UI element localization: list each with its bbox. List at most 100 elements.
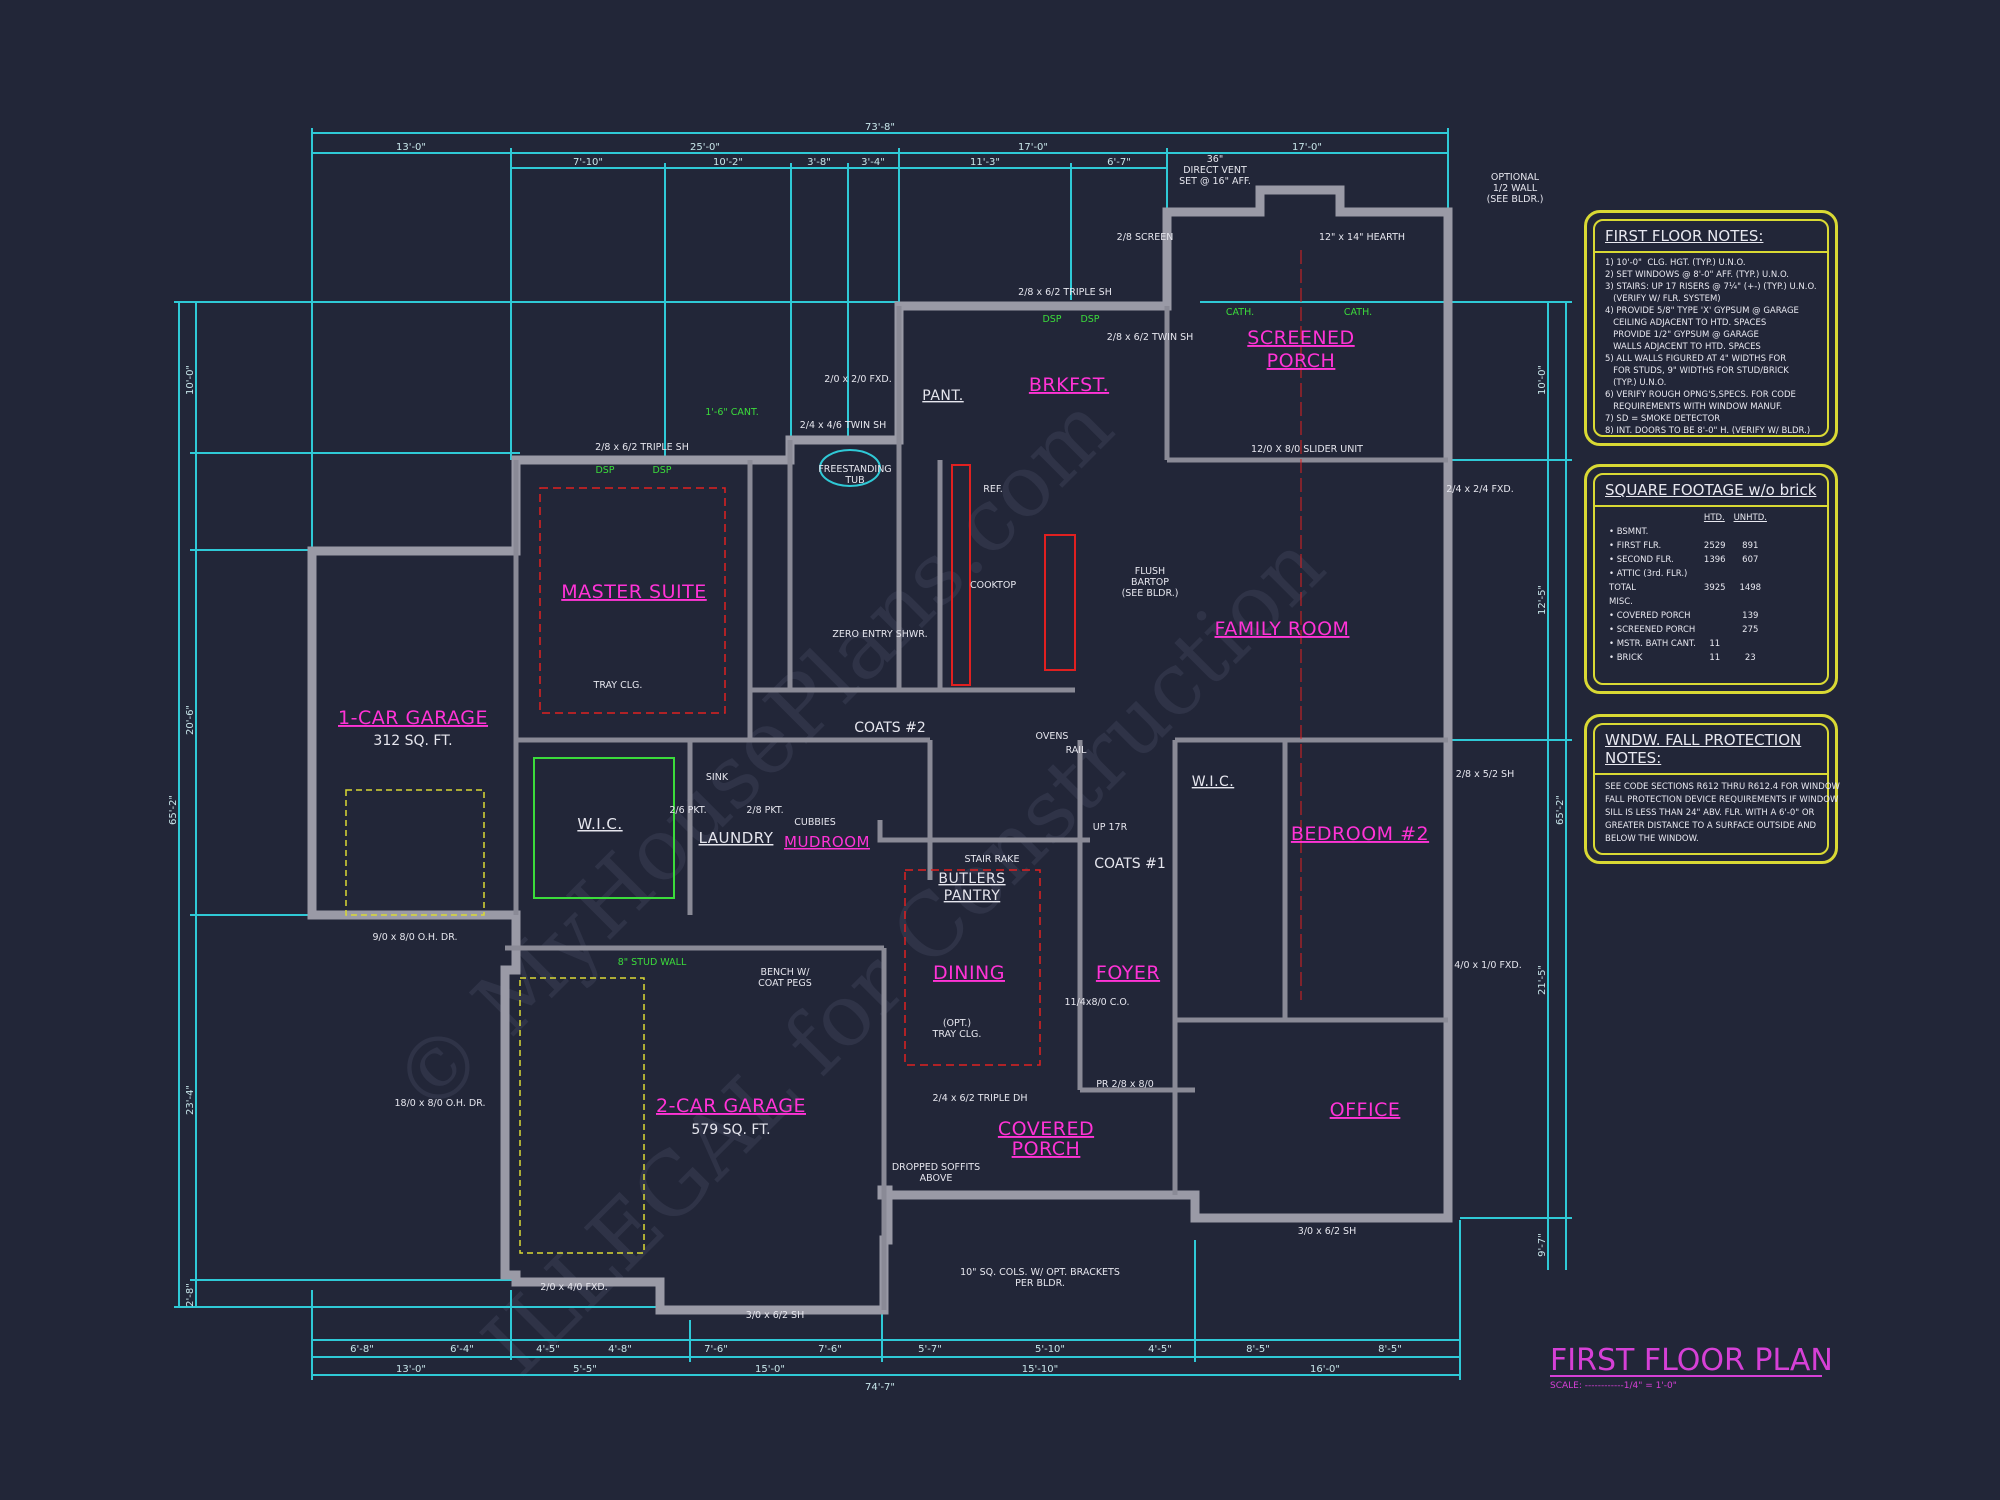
annotation: 1/2 WALL <box>1493 183 1538 194</box>
annotation: COAT PEGS <box>758 978 812 989</box>
sqft-cell: TOTAL <box>1609 583 1636 593</box>
sqft-cell: • MSTR. BATH CANT. <box>1609 639 1696 649</box>
dimension-lines <box>174 128 1572 1380</box>
dim-label: 9'-7" <box>1537 1233 1548 1257</box>
dim-label: 20'-6" <box>185 705 196 735</box>
dim-label: 25'-0" <box>690 142 720 153</box>
annotation: 36" <box>1207 154 1223 165</box>
annotation: PER BLDR. <box>1015 1278 1065 1289</box>
dim-label: 3'-4" <box>861 157 885 168</box>
note-line: 1) 10'-0" CLG. HGT. (TYP.) U.N.O. <box>1605 258 1746 268</box>
sqft-row: • BSMNT. <box>1605 525 1771 539</box>
sqft-header: UNHTD. <box>1733 513 1767 523</box>
annotation: COOKTOP <box>970 580 1016 591</box>
annotation: 12" x 14" HEARTH <box>1319 232 1405 243</box>
green-label: CATH. <box>1226 307 1254 318</box>
annotation: 2/4 x 4/6 TWIN SH <box>800 420 887 431</box>
annotation: BENCH W/ <box>760 967 810 978</box>
sqft-cell: • COVERED PORCH <box>1609 611 1691 621</box>
annotation: SET @ 16" AFF. <box>1179 176 1251 187</box>
watermark-text: © MyHousePlans.com <box>374 377 1132 1135</box>
annotation: BARTOP <box>1131 577 1169 588</box>
sqft-cell: 1498 <box>1739 583 1762 593</box>
sqft-cell: 607 <box>1742 555 1759 565</box>
sqft-row: MISC. <box>1605 595 1771 609</box>
annotation: 3/0 x 6/2 SH <box>1298 1226 1356 1237</box>
room-bedroom-2: BEDROOM #2 <box>1291 823 1429 845</box>
dimension-labels: 73'-8" 13'-0" 25'-0" 17'-0" 17'-0" 7'-10… <box>168 122 1566 1393</box>
room-wic-bedroom: W.I.C. <box>1192 774 1235 790</box>
room-foyer: FOYER <box>1096 962 1160 984</box>
sqft-cell <box>1700 525 1730 539</box>
dim-label: 6'-8" <box>350 1344 374 1355</box>
sqft-cell: 891 <box>1742 541 1759 551</box>
note-line: 5) ALL WALLS FIGURED AT 4" WIDTHS FOR <box>1605 354 1787 364</box>
room-area: 312 SQ. FT. <box>373 733 452 749</box>
sqft-title: SQUARE FOOTAGE w/o brick <box>1595 475 1827 507</box>
dim-label: 23'-4" <box>185 1085 196 1115</box>
sqft-cell: • FIRST FLR. <box>1609 541 1662 551</box>
dim-label: 73'-8" <box>865 122 895 133</box>
dim-label: 74'-7" <box>865 1382 895 1393</box>
note-line: 4) PROVIDE 5/8" TYPE 'X' GYPSUM @ GARAGE <box>1605 306 1799 316</box>
dim-label: 17'-0" <box>1292 142 1322 153</box>
sqft-header <box>1605 511 1700 525</box>
sqft-cell <box>1700 623 1730 637</box>
room-butlers-pantry: BUTLERS <box>938 871 1005 887</box>
note-line: 3) STAIRS: UP 17 RISERS @ 7¼" (+-) (TYP.… <box>1605 282 1817 292</box>
fall-title: WNDW. FALL PROTECTION NOTES: <box>1595 725 1827 775</box>
sqft-cell <box>1730 595 1771 609</box>
annotation: 2/4 x 6/2 TRIPLE DH <box>933 1093 1028 1104</box>
dim-label: 5'-7" <box>918 1344 942 1355</box>
dim-label: 15'-10" <box>1022 1364 1058 1375</box>
annotation: DIRECT VENT <box>1183 165 1247 176</box>
sqft-cell: 2529 <box>1703 541 1726 551</box>
room-master-suite: MASTER SUITE <box>561 581 707 603</box>
dim-label: 7'-10" <box>573 157 603 168</box>
sqft-cell <box>1700 595 1730 609</box>
interior-walls <box>345 250 1448 1310</box>
sqft-table: HTD. UNHTD. • BSMNT. • FIRST FLR. 2529 891 • S… <box>1605 511 1771 665</box>
annotation: TUB <box>844 475 864 486</box>
note-line: 8) INT. DOORS TO BE 8'-0" H. (VERIFY W/ … <box>1605 426 1811 436</box>
green-label: DSP <box>1042 314 1061 325</box>
room-office: OFFICE <box>1330 1099 1401 1121</box>
note-line: REQUIREMENTS WITH WINDOW MANUF. <box>1605 402 1783 412</box>
notes-title: FIRST FLOOR NOTES: <box>1595 221 1827 253</box>
dim-label: 2'-8" <box>185 1283 196 1307</box>
annotation: 2/8 SCREEN <box>1117 232 1174 243</box>
sqft-cell: 11 <box>1709 639 1721 649</box>
note-line: CEILING ADJACENT TO HTD. SPACES <box>1605 318 1767 328</box>
note-line: FOR STUDS, 9" WIDTHS FOR STUD/BRICK <box>1605 366 1789 376</box>
dim-label: 65'-2" <box>1555 795 1566 825</box>
note-line: PROVIDE 1/2" GYPSUM @ GARAGE <box>1605 330 1759 340</box>
sqft-cell: 1396 <box>1703 555 1726 565</box>
sqft-header: HTD. <box>1703 513 1725 523</box>
annotation: OPTIONAL <box>1491 172 1540 183</box>
dim-label: 12'-5" <box>1537 585 1548 615</box>
dim-label: 11'-3" <box>970 157 1000 168</box>
annotation: 2/8 x 6/2 TRIPLE SH <box>1018 287 1112 298</box>
room-dining: DINING <box>933 962 1005 984</box>
room-2-car-garage: 2-CAR GARAGE <box>656 1095 806 1117</box>
sqft-row: • ATTIC (3rd. FLR.) <box>1605 567 1771 581</box>
green-label: DSP <box>595 465 614 476</box>
dim-label: 13'-0" <box>396 1364 426 1375</box>
room-breakfast: BRKFST. <box>1029 374 1109 396</box>
green-label: DSP <box>652 465 671 476</box>
dim-label: 17'-0" <box>1018 142 1048 153</box>
annotation: ABOVE <box>920 1173 953 1184</box>
dim-label: 5'-10" <box>1035 1344 1065 1355</box>
room-1-car-garage: 1-CAR GARAGE <box>338 707 488 729</box>
sqft-cell: 23 <box>1744 653 1756 663</box>
annotation: STAIR RAKE <box>965 854 1020 865</box>
sqft-cell <box>1730 637 1771 651</box>
sqft-cell: 3925 <box>1703 583 1726 593</box>
annotation: (SEE BLDR.) <box>1122 588 1179 599</box>
sqft-cell <box>1730 567 1771 581</box>
room-wic: W.I.C. <box>577 815 622 833</box>
plan-scale: SCALE: ------------1/4" = 1'-0" <box>1550 1381 1677 1391</box>
